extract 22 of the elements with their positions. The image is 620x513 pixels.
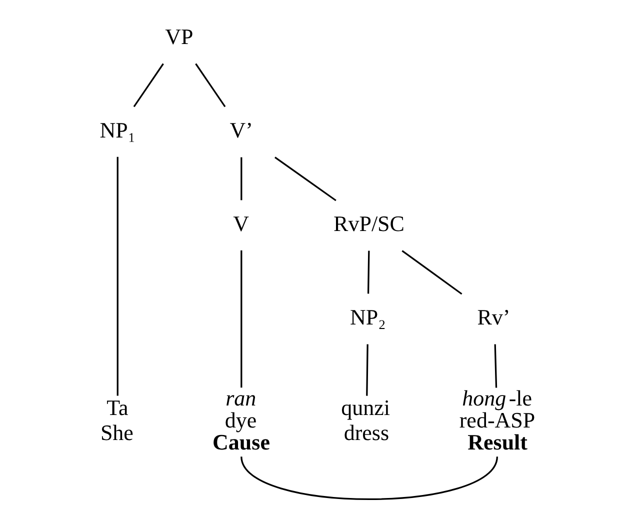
node-text: Rv’ (476, 304, 510, 330)
node-text: ran dye Cause (212, 385, 270, 454)
node-text: hong-le red-ASP Result (458, 385, 535, 454)
node-text: Ta She (100, 395, 133, 445)
node-text: RvP/SC (333, 210, 404, 236)
node-text: NP₂ (350, 304, 386, 330)
connector (240, 250, 242, 388)
connector (401, 250, 462, 295)
node-text: qunzi dress (340, 395, 390, 445)
connector (240, 157, 242, 200)
node-text: V’ (229, 117, 252, 142)
connector (366, 250, 370, 294)
node-text: NP₁ (99, 117, 136, 142)
connector (274, 156, 336, 202)
connector (494, 344, 497, 388)
node-text: VP (164, 24, 193, 49)
connector (240, 456, 498, 500)
connector (116, 156, 118, 396)
node-text: V (232, 210, 249, 236)
connector (194, 63, 226, 108)
connector (366, 344, 368, 396)
connector (132, 63, 164, 108)
